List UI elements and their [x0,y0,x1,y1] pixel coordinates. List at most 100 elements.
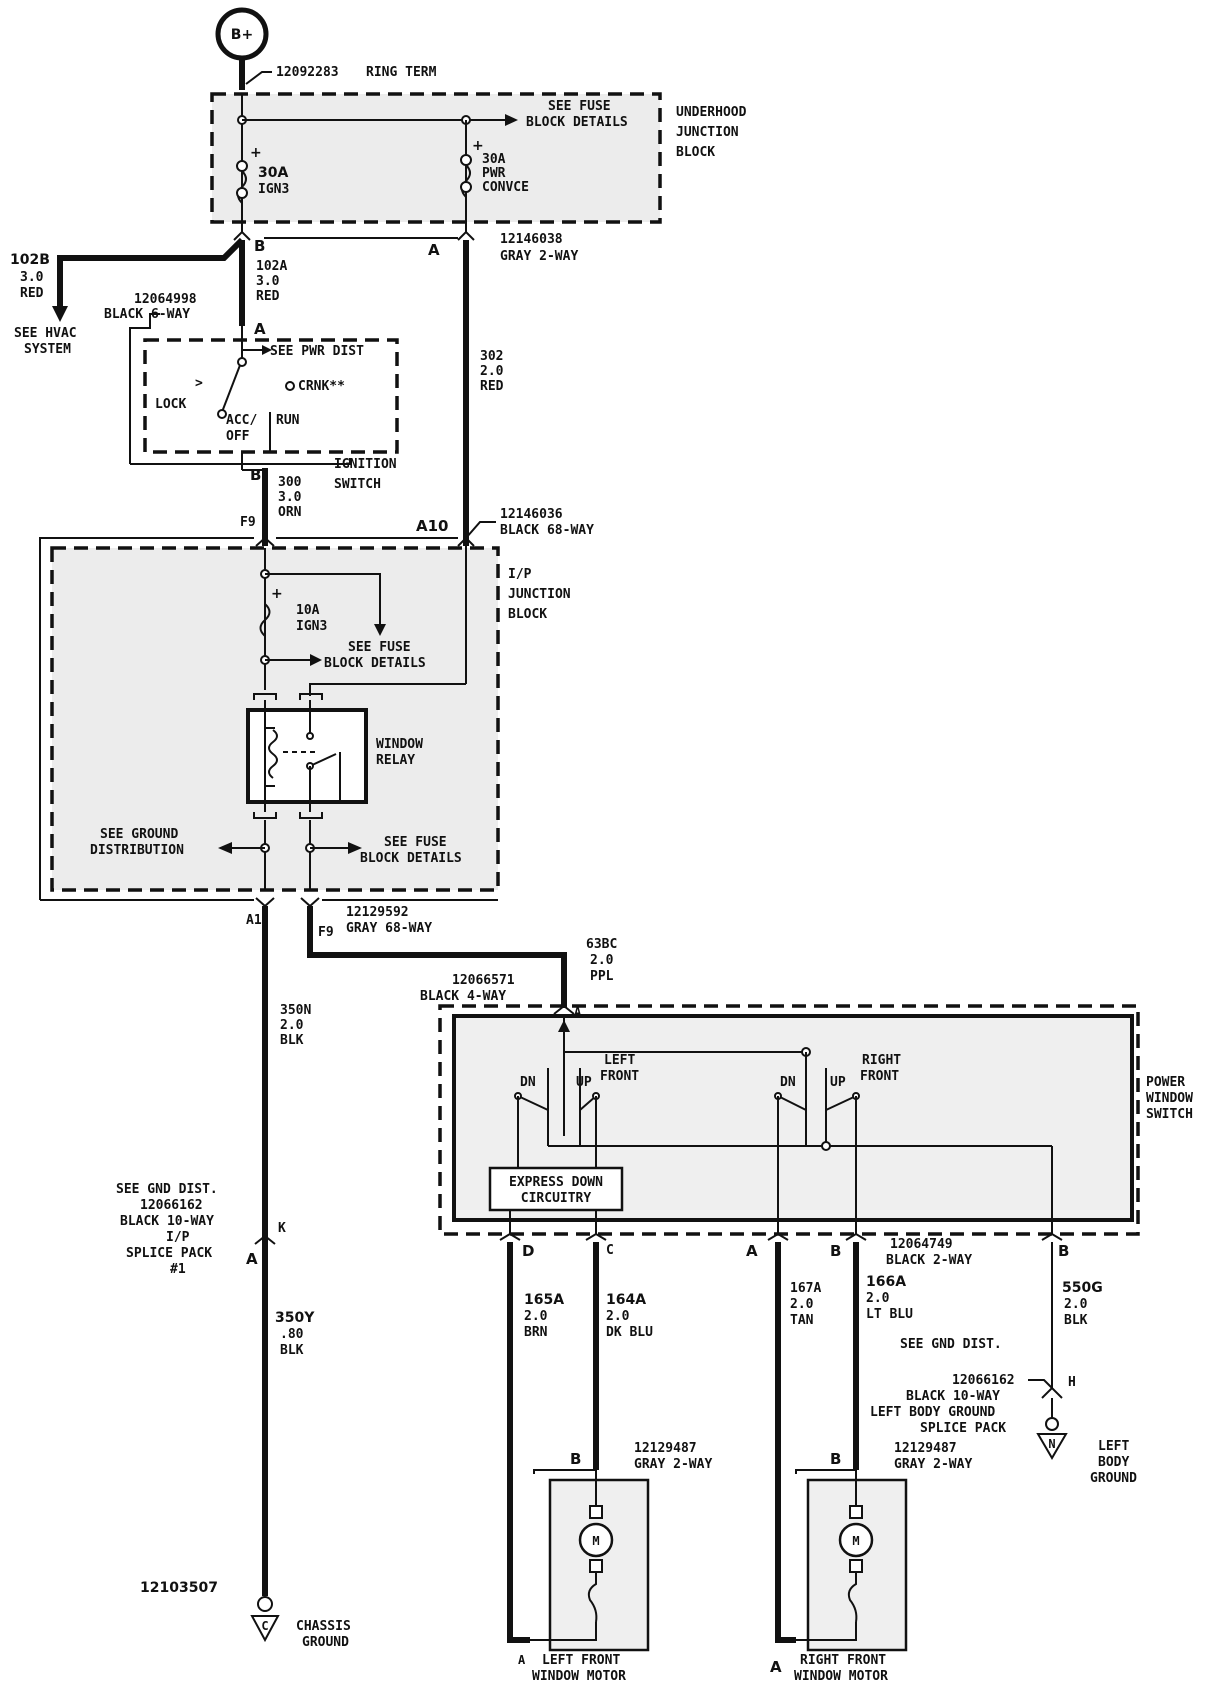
wire-167a-circuit: 167A [790,1281,821,1296]
ring-term-name: RING TERM [366,65,437,80]
rf-pin-b: B [830,1450,841,1468]
pws-lf-2: FRONT [600,1069,639,1084]
chassis-symbol: C [261,1619,268,1633]
pws-pin-d: D [522,1242,534,1260]
splice-line-6: #1 [170,1262,186,1277]
underhood-junction-block: + 30A IGN3 + 30A PWR CONVCE SEE FUSE BLO… [210,92,747,232]
wire-63bc-circuit: 63BC [586,937,617,952]
wire-350y-color: BLK [280,1343,304,1358]
ub-fuse2-name2: CONVCE [482,180,529,195]
lf-pin-b: B [570,1450,581,1468]
splice-line-2: 12066162 [140,1198,203,1213]
splice-line-4: I/P [166,1230,190,1245]
body-ground-pin-h: H [1068,1375,1076,1390]
body-ground-line-1: 12066162 [952,1373,1015,1388]
battery-terminal: B+ [215,7,269,61]
wire-550g-color: BLK [1064,1313,1088,1328]
wire-350y-circuit: 350Y [275,1310,315,1326]
splice-pin-a: A [246,1250,258,1268]
pws-rf-2: FRONT [860,1069,899,1084]
pws-connector-bottom-part: 12064749 [890,1237,953,1252]
body-ground-symbol-text: N [1048,1437,1055,1451]
ip-connector-top-desc: BLACK 68-WAY [500,523,594,538]
ip-relay-1: WINDOW [376,737,423,752]
ip-title-3: BLOCK [508,607,547,622]
wire-302-color: RED [480,379,504,394]
wire-300-gauge: 3.0 [278,490,302,505]
wire-166a-circuit: 166A [866,1274,906,1290]
ign-off: OFF [226,429,250,444]
ub-fuse1-amps: 30A [258,165,288,181]
ign-crnk: CRNK** [298,379,345,394]
ip-relay-2: RELAY [376,753,415,768]
ip-pin-f9-top: F9 [240,515,256,530]
ip-see-fuse2-2: BLOCK DETAILS [360,851,462,866]
svg-text:>: > [195,376,203,391]
ub-fuse1-name: IGN3 [258,182,289,197]
ign-connector-part: 12064998 [134,292,197,307]
ip-connector-bottom-part: 12129592 [346,905,409,920]
lf-connector-part: 12129487 [634,1441,697,1456]
ip-title-1: I/P [508,567,532,582]
rf-label-1: RIGHT FRONT [800,1653,886,1668]
ip-see-ground-2: DISTRIBUTION [90,843,184,858]
express-down-circuitry [488,1166,624,1212]
chassis-label-1: CHASSIS [296,1619,351,1634]
chassis-label-2: GROUND [302,1635,349,1650]
wire-165a-gauge: 2.0 [524,1309,548,1324]
ign-see-pwr: SEE PWR DIST [270,344,364,359]
svg-text:+: + [271,586,283,602]
ign-connector-desc: BLACK 6-WAY [104,307,190,322]
wire-302-gauge: 2.0 [480,364,504,379]
svg-text:+: + [472,138,484,154]
wire-102b-color: RED [20,286,44,301]
wire-350n-color: BLK [280,1033,304,1048]
ip-see-fuse2-1: SEE FUSE [384,835,447,850]
body-ground-symbol: N [1036,1386,1068,1460]
ub-fuse2-amps: 30A [482,152,506,167]
wire-102a-gauge: 3.0 [256,274,280,289]
splice-pin-k: K [278,1221,286,1236]
pws-title-2: WINDOW [1146,1091,1193,1106]
ip-fuse-name: IGN3 [296,619,327,634]
ip-see-ground-1: SEE GROUND [100,827,178,842]
ignition-switch: SEE PWR DIST CRNK** > LOCK ACC/ OFF RUN … [129,313,399,492]
pws-rf-1: RIGHT [862,1053,901,1068]
ub-see-fuse-1: SEE FUSE [548,99,611,114]
wire-164a-circuit: 164A [606,1292,646,1308]
pws-connector-top-part: 12066571 [452,973,515,988]
ip-pin-a1: A1 [246,913,262,928]
wire-63bc-color: PPL [590,969,614,984]
ip-pin-f9-bottom: F9 [318,925,334,940]
pws-pin-b: B [830,1242,841,1260]
ring-term-part: 12092283 [276,65,339,80]
ub-pin-a: A [428,241,440,259]
wire-167a-color: TAN [790,1313,814,1328]
pws-connector-bottom-desc: BLACK 2-WAY [886,1253,972,1268]
ign-title-1: IGNITION [334,457,397,472]
rf-motor-symbol: M [852,1534,859,1548]
ign-lock: LOCK [155,397,186,412]
rf-connector-part: 12129487 [894,1441,957,1456]
ub-see-fuse-2: BLOCK DETAILS [526,115,628,130]
ub-connector-desc: GRAY 2-WAY [500,249,578,264]
pws-express-2: CIRCUITRY [521,1191,592,1206]
wire-350y-gauge: .80 [280,1327,304,1342]
body-ground-see: SEE GND DIST. [900,1337,1002,1352]
pws-express-1: EXPRESS DOWN [509,1175,603,1190]
wire-302-circuit: 302 [480,349,503,364]
wire-350n-gauge: 2.0 [280,1018,304,1033]
body-ground-line-4: SPLICE PACK [920,1421,1006,1436]
wire-102b-circuit: 102B [10,252,50,268]
pws-lf-dn: DN [520,1075,536,1090]
ign-pin-a: A [254,320,266,338]
pws-connector-top-desc: BLACK 4-WAY [420,989,506,1004]
wire-550g-circuit: 550G [1062,1280,1103,1296]
wire-167a-gauge: 2.0 [790,1297,814,1312]
ip-connector-bottom-desc: GRAY 68-WAY [346,921,432,936]
ub-pin-b: B [254,237,265,255]
pws-pin-top: A [574,1005,582,1019]
wire-350n-circuit: 350N [280,1003,311,1018]
pws-lf-1: LEFT [604,1053,635,1068]
